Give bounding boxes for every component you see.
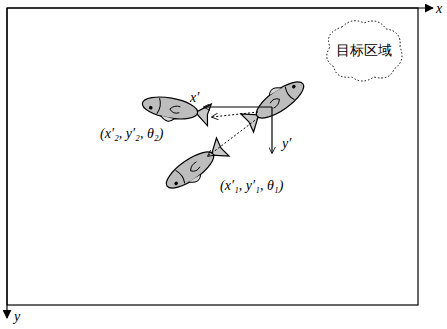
fish-one	[161, 138, 231, 197]
axis-label: x	[436, 1, 442, 17]
target-region: 目标区域	[322, 17, 406, 83]
fish-two	[140, 92, 211, 128]
axis-label: y′	[282, 136, 291, 152]
local-y-axis	[271, 107, 272, 153]
frame	[7, 8, 418, 305]
axis-label: y	[14, 309, 20, 325]
leader-fish	[240, 73, 310, 132]
local-x-axis	[204, 106, 272, 107]
y-axis	[6, 8, 7, 318]
x-axis	[7, 7, 433, 8]
relative-vector	[212, 112, 258, 117]
state-label: (x′₂, y′₂, θ₂)	[100, 126, 163, 142]
state-label: (x′₁, y′₁, θ₁)	[220, 178, 283, 194]
region-label: 目标区域	[336, 42, 392, 58]
relative-vector	[208, 118, 258, 156]
axis-label: x′	[190, 90, 199, 106]
